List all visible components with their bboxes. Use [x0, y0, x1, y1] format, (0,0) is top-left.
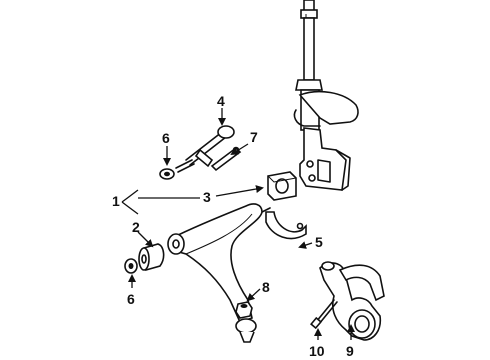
washer-upper [159, 168, 175, 180]
callout-7: 7 [250, 129, 258, 145]
callout-5: 5 [315, 234, 323, 250]
callout-3: 3 [203, 189, 211, 205]
stabilizer-link-assembly [175, 125, 235, 173]
leader-lines [121, 108, 355, 340]
callout-8: 8 [262, 279, 270, 295]
callout-9: 9 [346, 343, 354, 359]
callout-6-lower: 6 [127, 291, 135, 307]
callout-1: 1 [112, 193, 120, 209]
callout-10: 10 [309, 343, 325, 359]
steering-knuckle [319, 261, 385, 341]
callout-6-upper: 6 [162, 130, 170, 146]
control-arm-bushing [138, 243, 165, 272]
nut [235, 301, 253, 319]
strut-assembly [293, 0, 359, 191]
lower-control-arm [167, 203, 263, 343]
stabilizer-bushing [267, 171, 297, 201]
bolt [310, 299, 338, 330]
bushing-bracket [257, 207, 307, 240]
callout-4: 4 [217, 93, 225, 109]
callout-2: 2 [132, 219, 140, 235]
washer-lower [124, 258, 138, 274]
